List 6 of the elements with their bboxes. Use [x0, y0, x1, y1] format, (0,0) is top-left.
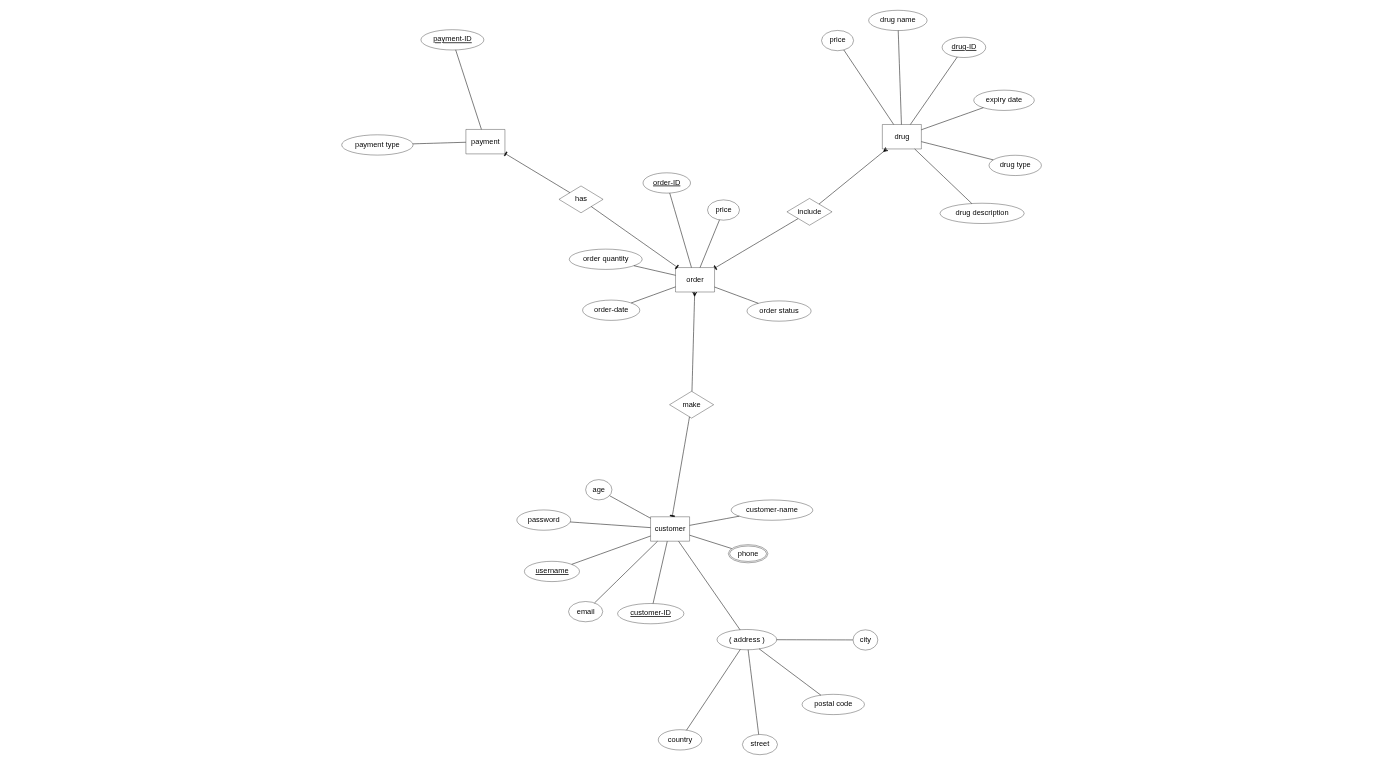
connector	[691, 291, 697, 392]
connector	[591, 205, 679, 269]
connector	[818, 146, 889, 204]
connector	[669, 416, 690, 517]
connector	[503, 151, 571, 193]
connector	[713, 217, 799, 270]
